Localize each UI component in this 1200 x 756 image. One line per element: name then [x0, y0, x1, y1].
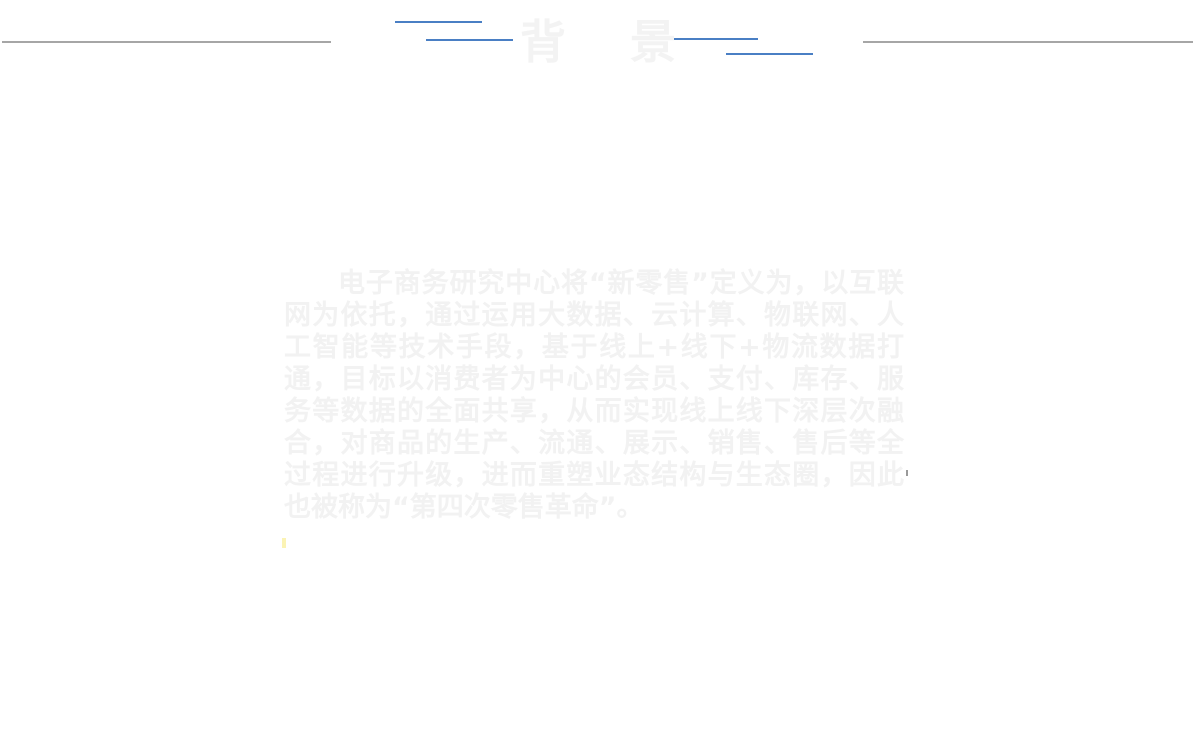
title-accent-line [671, 38, 758, 40]
title-rule-right [863, 41, 1193, 43]
slide-title: 背 景 [520, 15, 701, 69]
title-accent-line [426, 39, 513, 41]
title-accent-line [395, 21, 482, 23]
title-rule-left [2, 41, 331, 43]
body-paragraph: 电子商务研究中心将“新零售”定义为，以互联网为依托，通过运用大数据、云计算、物联… [284, 268, 904, 523]
text-cursor-mark [282, 538, 286, 548]
stray-mark [906, 470, 908, 476]
title-accent-line [726, 53, 813, 55]
